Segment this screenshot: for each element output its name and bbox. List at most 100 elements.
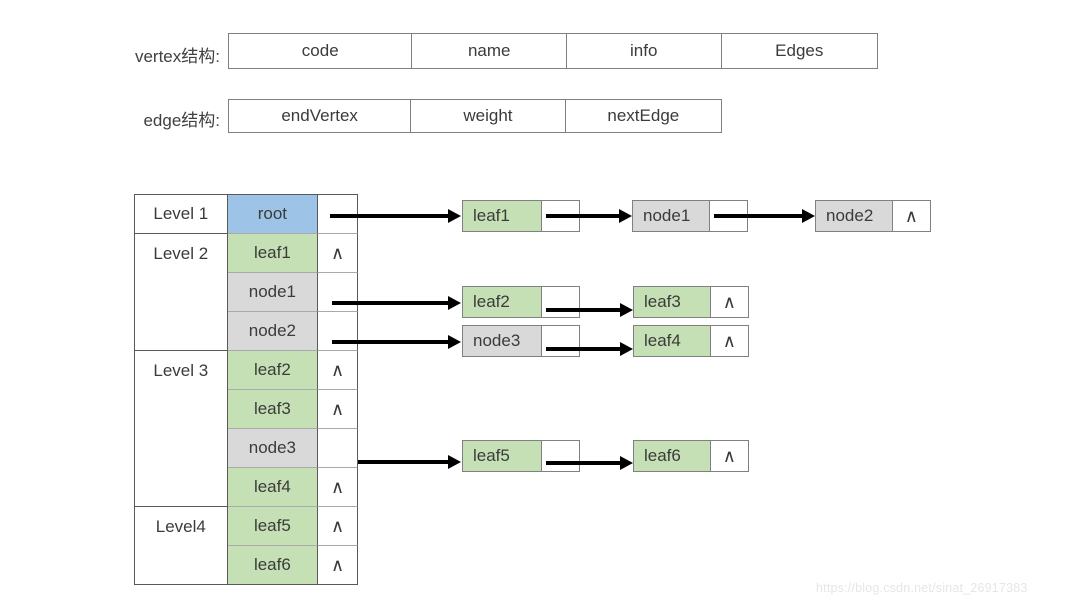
- vertex-name-cell-node1: node1: [227, 273, 319, 312]
- vertex-pointer-cell: ∧: [318, 468, 358, 507]
- arrow-node1-to-node2: [714, 208, 815, 224]
- list-node-leaf3-data: leaf3: [634, 287, 711, 317]
- list-node-leaf5-data: leaf5: [463, 441, 542, 471]
- list-node-leaf6-data: leaf6: [634, 441, 711, 471]
- arrow-head-icon: [619, 209, 632, 223]
- vertex-name-cell-leaf4: leaf4: [227, 468, 319, 507]
- arrow-head-icon: [620, 342, 633, 356]
- arrow-leaf1-to-node1: [546, 208, 632, 224]
- list-node-leaf4-pointer: ∧: [710, 326, 748, 356]
- vertex-name-cell-leaf3: leaf3: [227, 390, 319, 429]
- level-label-cell: [135, 546, 228, 585]
- vertex-pointer-cell: ∧: [318, 234, 358, 273]
- vertex-name-cell-leaf1: leaf1: [227, 234, 319, 273]
- vertex-pointer-cell: [318, 429, 358, 468]
- vertex-table-row: node1: [135, 273, 358, 312]
- arrow-head-icon: [448, 296, 461, 310]
- list-node-node3: node3: [462, 325, 580, 357]
- list-node-node2-pointer: ∧: [892, 201, 930, 231]
- vertex-table-row: leaf4∧: [135, 468, 358, 507]
- vertex-struct-cell-info: info: [567, 34, 722, 68]
- arrow-leaf2-to-leaf3: [546, 302, 633, 318]
- level-label-cell: Level 2: [135, 234, 228, 273]
- list-node-leaf2-pointer: [541, 287, 579, 317]
- level-label-cell: Level4: [135, 507, 228, 546]
- vertex-table-row: node3: [135, 429, 358, 468]
- edge-struct-cell-nextedge: nextEdge: [607, 106, 680, 125]
- vertex-name-cell-node2: node2: [227, 312, 319, 351]
- arrow-shaft: [330, 214, 450, 218]
- arrow-shaft: [714, 214, 804, 218]
- arrow-node3row-to-leaf5: [358, 454, 461, 470]
- arrow-node2row-to-node3: [332, 334, 461, 350]
- vertex-name-cell-leaf6: leaf6: [227, 546, 319, 585]
- list-node-node2: node2∧: [815, 200, 931, 232]
- vertex-name-cell-node3: node3: [227, 429, 319, 468]
- vertex-struct-cell-name: name: [412, 34, 567, 68]
- list-node-node3-data: node3: [463, 326, 542, 356]
- list-node-leaf1: leaf1: [462, 200, 580, 232]
- arrow-shaft: [332, 301, 450, 305]
- arrow-shaft: [546, 461, 622, 465]
- list-node-leaf2: leaf2: [462, 286, 580, 318]
- level-label-cell: [135, 312, 228, 351]
- arrow-head-icon: [620, 303, 633, 317]
- arrow-node1row-to-leaf2: [332, 295, 461, 311]
- level-label-cell: Level 3: [135, 351, 228, 390]
- arrow-shaft: [546, 214, 621, 218]
- watermark: https://blog.csdn.net/sinat_26917383: [816, 581, 1028, 595]
- list-node-leaf3-pointer: ∧: [710, 287, 748, 317]
- arrow-shaft: [332, 340, 450, 344]
- level-label-cell: Level 1: [135, 195, 228, 234]
- arrow-root-to-leaf1: [330, 208, 461, 224]
- level-label-cell: [135, 390, 228, 429]
- edge-struct-cell-weight: weight: [411, 100, 566, 132]
- edge-struct-cell-endvertex: endVertex: [229, 100, 412, 132]
- vertex-name-cell-leaf2: leaf2: [227, 351, 319, 390]
- list-node-node1: node1: [632, 200, 748, 232]
- vertex-table-row: leaf6∧: [135, 546, 358, 585]
- vertex-table-row: node2: [135, 312, 358, 351]
- list-node-leaf4: leaf4∧: [633, 325, 749, 357]
- list-node-node1-data: node1: [633, 201, 710, 231]
- vertex-pointer-cell: ∧: [318, 390, 358, 429]
- vertex-pointer-cell: ∧: [318, 507, 358, 546]
- list-node-leaf3: leaf3∧: [633, 286, 749, 318]
- arrow-head-icon: [620, 456, 633, 470]
- arrow-head-icon: [448, 209, 461, 223]
- list-node-leaf1-data: leaf1: [463, 201, 542, 231]
- struct-label-1: edge结构:: [143, 111, 220, 130]
- arrow-shaft: [546, 308, 622, 312]
- struct-label-0: vertex结构:: [134, 47, 220, 66]
- list-node-node3-pointer: [541, 326, 579, 356]
- list-node-leaf6: leaf6∧: [633, 440, 749, 472]
- vertex-table-row: leaf3∧: [135, 390, 358, 429]
- list-node-node2-data: node2: [816, 201, 893, 231]
- vertex-struct-cell-code: code: [229, 34, 413, 68]
- arrow-node3-to-leaf4: [546, 341, 633, 357]
- level-label-cell: [135, 429, 228, 468]
- list-node-leaf5: leaf5: [462, 440, 580, 472]
- arrow-head-icon: [448, 455, 461, 469]
- list-node-leaf4-data: leaf4: [634, 326, 711, 356]
- level-label-cell: [135, 273, 228, 312]
- arrow-shaft: [546, 347, 622, 351]
- vertex-name-cell-leaf5: leaf5: [227, 507, 319, 546]
- arrow-head-icon: [802, 209, 815, 223]
- list-node-leaf6-pointer: ∧: [710, 441, 748, 471]
- list-node-leaf2-data: leaf2: [463, 287, 542, 317]
- arrow-shaft: [358, 460, 450, 464]
- vertex-struct-cell-edges: Edges: [775, 41, 824, 60]
- arrow-leaf5-to-leaf6: [546, 455, 633, 471]
- vertex-pointer-cell: [318, 312, 358, 351]
- list-node-leaf5-pointer: [541, 441, 579, 471]
- vertex-pointer-cell: ∧: [318, 351, 358, 390]
